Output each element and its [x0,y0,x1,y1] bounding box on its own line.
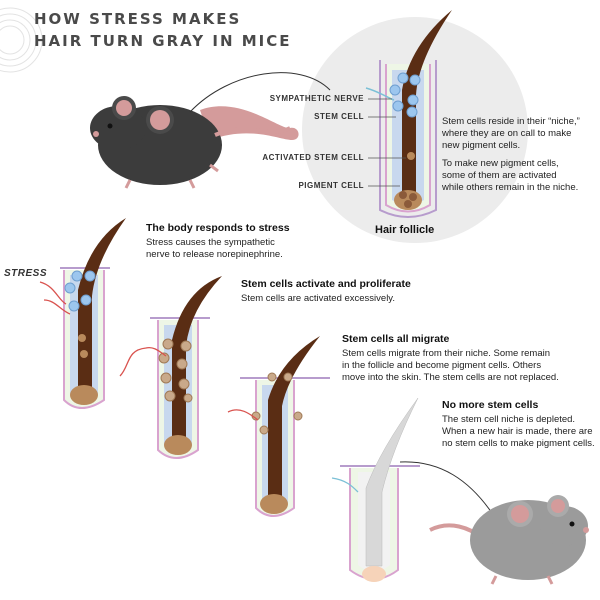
stress-label: STRESS [4,268,48,279]
step-1: The body responds to stress Stress cause… [146,222,406,261]
step-4: No more stem cells The stem cell niche i… [442,399,598,450]
step-4-text: The stem cell niche is depleted. When a … [442,414,595,449]
intro-paragraph-2: To make new pigment cells, some of them … [442,158,579,193]
step-2-heading: Stem cells activate and proliferate [241,278,411,290]
step-3-heading: Stem cells all migrate [342,333,450,345]
step-3-text: Stem cells migrate from their niche. Som… [342,348,559,383]
page-title: HOW STRESS MAKES HAIR TURN GRAY IN MICE [34,8,292,52]
label-sympathetic-nerve: SYMPATHETIC NERVE [269,94,364,103]
title-line1: HOW STRESS MAKES [34,10,242,28]
step-1-heading: The body responds to stress [146,222,290,234]
step-2-text: Stem cells are activated excessively. [241,293,395,304]
step-3: Stem cells all migrate Stem cells migrat… [342,333,597,384]
step-2: Stem cells activate and proliferate Stem… [241,278,581,305]
title-line2: HAIR TURN GRAY IN MICE [34,32,292,50]
label-stem-cell: STEM CELL [314,112,364,121]
label-pigment-cell: PIGMENT CELL [298,181,364,190]
step-1-text: Stress causes the sympathetic nerve to r… [146,237,283,260]
step-4-heading: No more stem cells [442,399,539,411]
label-hair-follicle: Hair follicle [375,224,435,236]
label-activated-stem-cell: ACTIVATED STEM CELL [262,153,364,162]
intro-paragraph-1: Stem cells reside in their “niche,” wher… [442,116,580,151]
